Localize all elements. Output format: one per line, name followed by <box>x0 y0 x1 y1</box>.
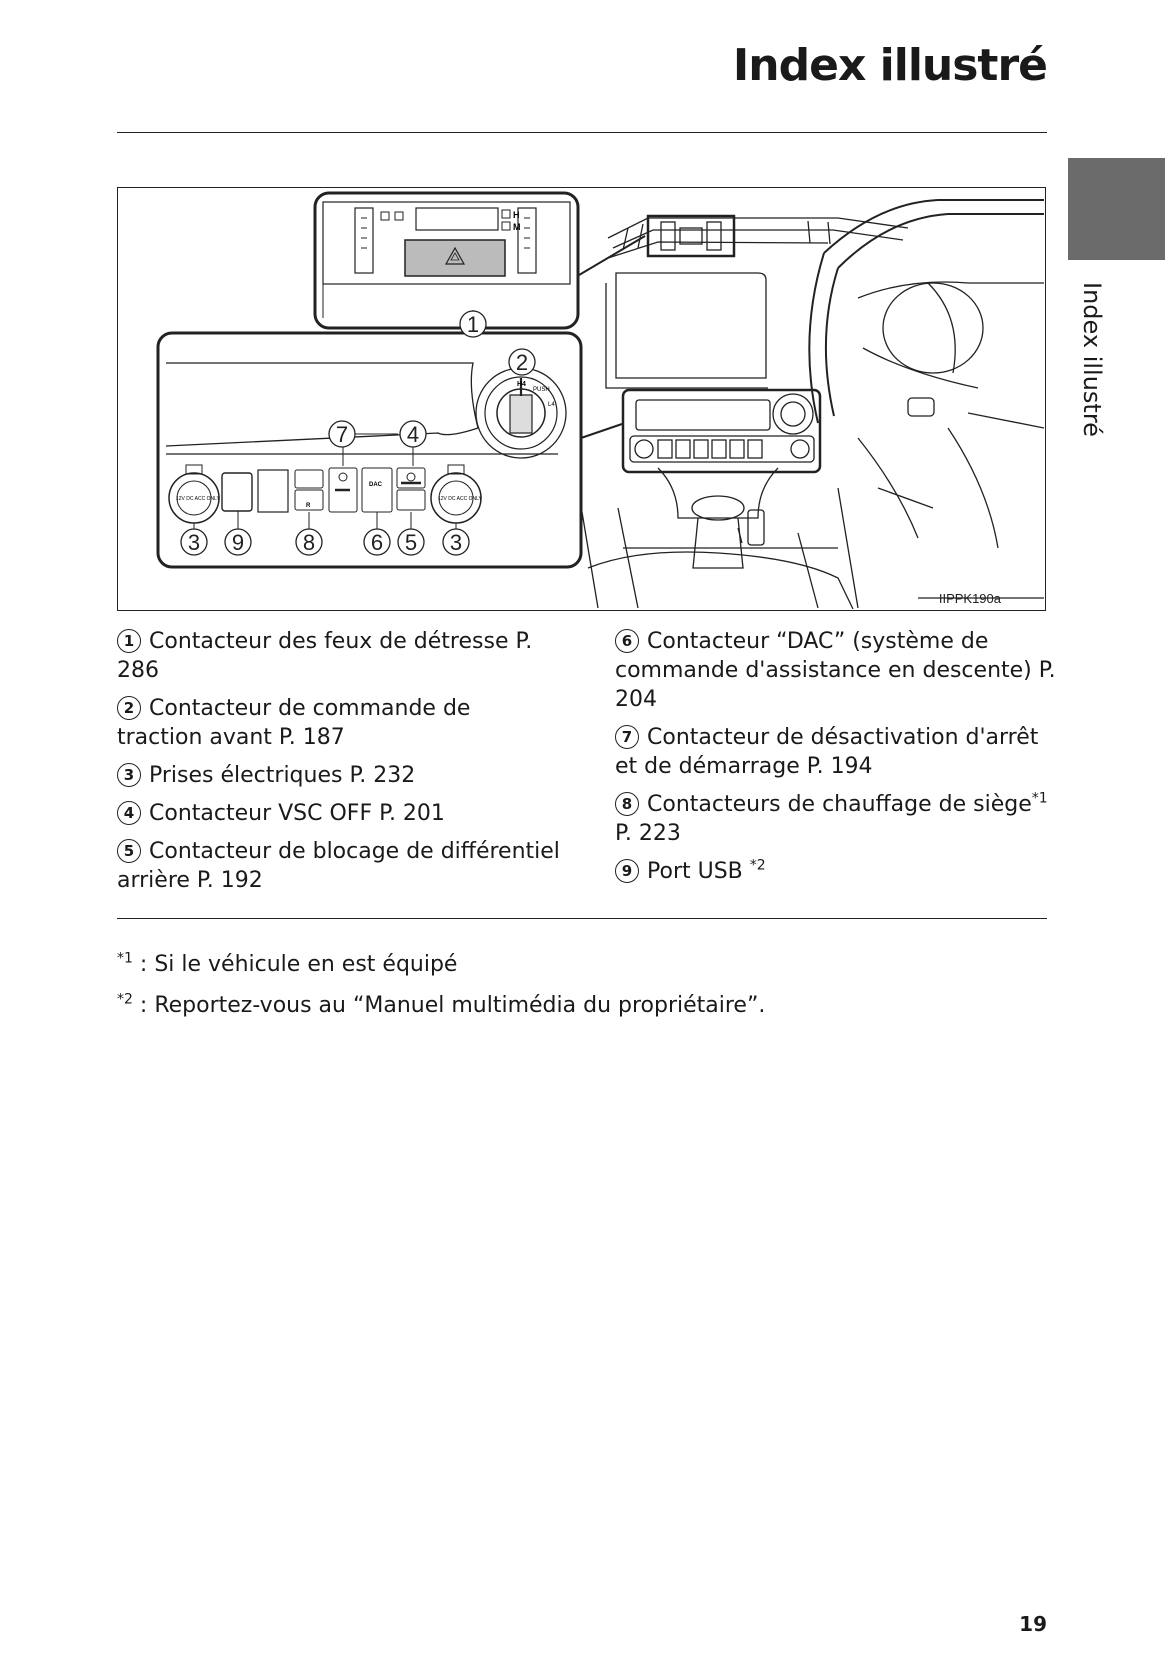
legend-text: Prises électriques P. 232 <box>149 763 416 788</box>
legend-number: 7 <box>615 725 639 749</box>
legend-text: Contacteur de désactivation d'arrêt et d… <box>615 725 1039 779</box>
callout-1: 1 <box>467 312 479 337</box>
callout-6: 6 <box>371 530 383 555</box>
callout-8: 8 <box>303 530 315 555</box>
section-tab <box>1068 158 1165 260</box>
callout-9: 9 <box>232 530 244 555</box>
callout-4: 4 <box>407 422 419 447</box>
legend-number: 2 <box>117 696 141 720</box>
legend-text: Port USB <box>647 859 743 884</box>
legend-number: 9 <box>615 859 639 883</box>
footnote: *1 : Si le véhicule en est équipé <box>117 951 1047 979</box>
legend-item: 3 Prises électriques P. 232 <box>117 761 562 790</box>
page-number: 19 <box>1019 1612 1047 1636</box>
footnote-text: : Si le véhicule en est équipé <box>132 952 458 977</box>
legend-number: 1 <box>117 629 141 653</box>
dashboard-illustration: H M <box>117 187 1046 611</box>
seat-heater-r-label: R <box>306 503 311 509</box>
footnote-ref: *1 <box>1031 790 1048 807</box>
m-indicator: M <box>513 222 521 232</box>
legend-number: 8 <box>615 792 639 816</box>
legend-text: Contacteur de blocage de différentiel ar… <box>117 839 560 893</box>
socket-left-text: 12V DC ACC ONLY <box>176 496 220 502</box>
legend-number: 4 <box>117 801 141 825</box>
legend-text: Contacteur VSC OFF P. 201 <box>149 801 445 826</box>
legend-page-ref: P. 223 <box>615 821 681 846</box>
legend-text: Contacteur “DAC” (système de commande d'… <box>615 629 1056 712</box>
callout-2: 2 <box>516 350 528 375</box>
header-rule <box>117 132 1047 133</box>
section-rule <box>117 918 1047 919</box>
footnote-ref: *2 <box>749 857 766 874</box>
footnote-mark: *1 <box>117 950 133 967</box>
dac-switch-label: DAC <box>369 482 383 488</box>
callout-5: 5 <box>405 530 417 555</box>
legend-item: 8 Contacteurs de chauffage de siège*1 P. 2… <box>615 790 1060 848</box>
footnote-text: : Reportez-vous au “Manuel multimédia du… <box>132 993 766 1018</box>
h-indicator: H <box>513 210 520 220</box>
figure-code: IIPPK190a <box>938 591 1001 606</box>
legend-item: 4 Contacteur VSC OFF P. 201 <box>117 799 562 828</box>
legend-number: 6 <box>615 629 639 653</box>
push-indicator: PUSH <box>533 387 550 393</box>
callout-3-right: 3 <box>450 530 462 555</box>
legend-text: Contacteurs de chauffage de siège <box>647 792 1032 817</box>
callout-3-left: 3 <box>188 530 200 555</box>
socket-right-text: 12V DC ACC ONLY <box>438 496 482 502</box>
legend-item: 9 Port USB *2 <box>615 857 1060 886</box>
legend-text: Contacteur de commande de traction avant… <box>117 696 471 750</box>
page-title: Index illustré <box>732 40 1048 91</box>
legend-number: 5 <box>117 839 141 863</box>
legend-number: 3 <box>117 763 141 787</box>
footnote: *2 : Reportez-vous au “Manuel multimédia… <box>117 992 1047 1020</box>
footnote-mark: *2 <box>117 991 133 1008</box>
section-tab-label: Index illustré <box>1078 282 1106 437</box>
footnotes: *1 : Si le véhicule en est équipé *2 : R… <box>117 951 1047 1033</box>
l4-indicator: L4 <box>548 402 555 408</box>
callout-7: 7 <box>336 422 348 447</box>
h4-indicator: H4 <box>517 381 526 388</box>
legend-text: Contacteur des feux de détresse P. 286 <box>117 629 533 683</box>
